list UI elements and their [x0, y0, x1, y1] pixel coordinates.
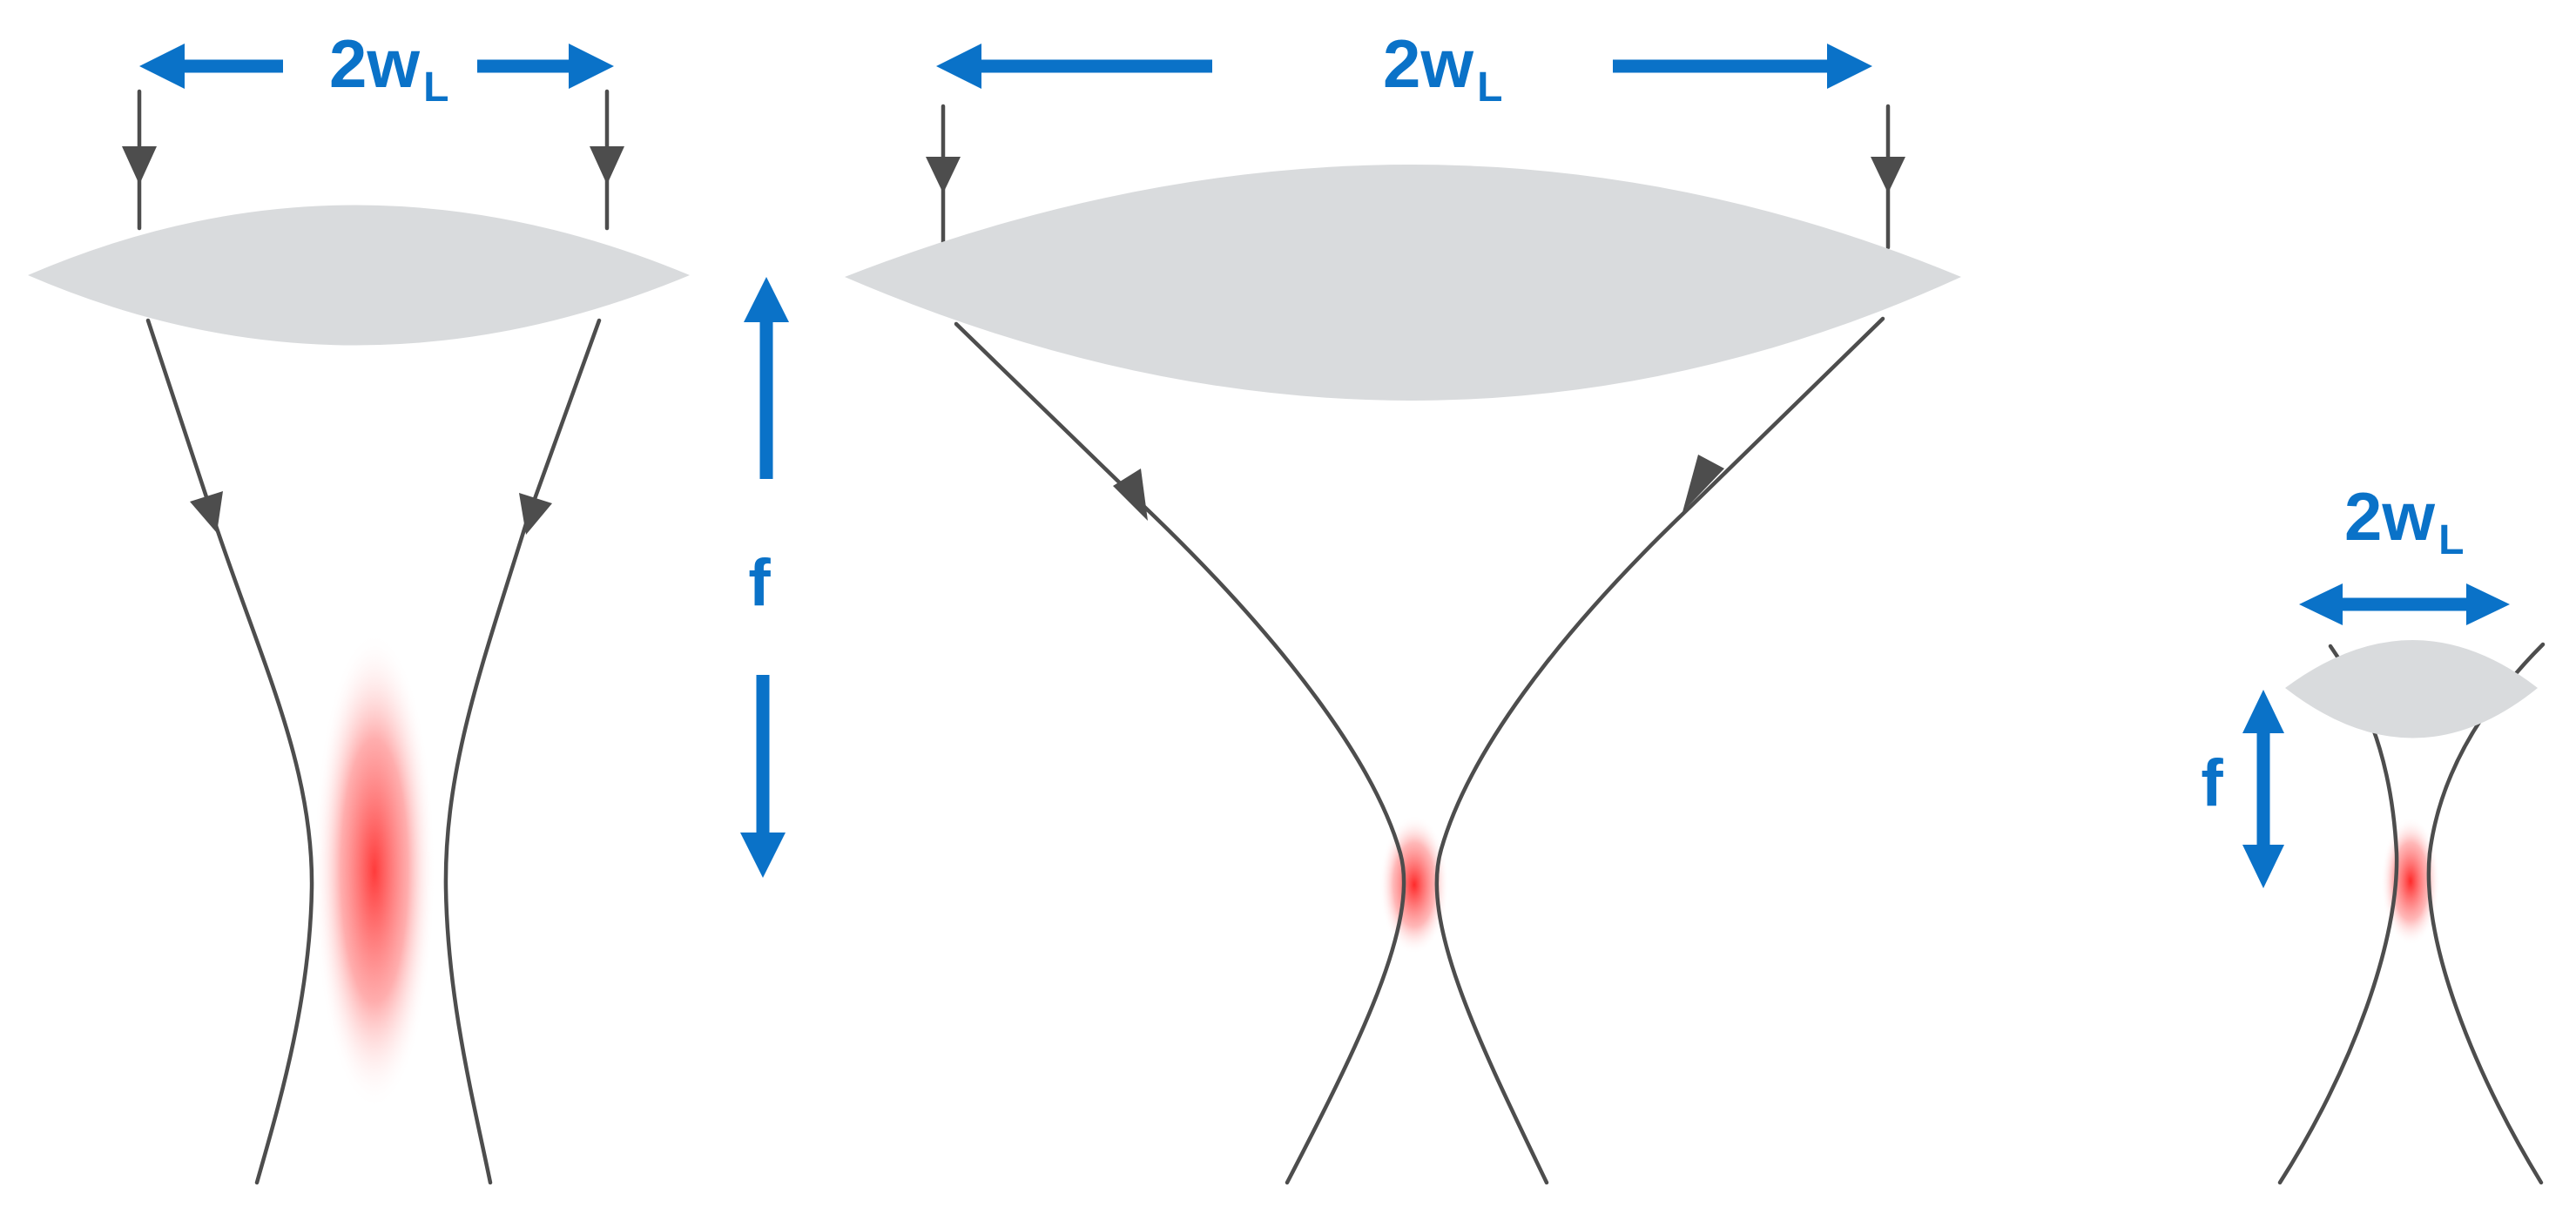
ray-arrow-icon — [1682, 455, 1724, 512]
ray-arrow-icon — [190, 491, 223, 533]
focal-spot — [1379, 815, 1449, 954]
beam-width-label: 2wL — [2344, 478, 2464, 563]
ray-arrow-icon — [1113, 469, 1148, 521]
converging-rays — [145, 318, 602, 1185]
lens — [28, 205, 690, 346]
ray-arrow-icon — [590, 146, 624, 185]
ray-arrow-icon — [122, 146, 157, 185]
focal-length-arrow — [740, 277, 789, 878]
focal-length-label: f — [2201, 746, 2223, 820]
lens — [2285, 640, 2538, 738]
panel-middle: 2wL — [845, 25, 1961, 1185]
ray-arrow-icon — [519, 493, 552, 535]
incoming-rays — [926, 104, 1905, 250]
panel-right: 2wL f — [2201, 478, 2546, 1185]
focal-spot — [314, 631, 435, 1110]
beam-width-arrow — [936, 44, 1872, 89]
focal-length-arrow — [2242, 690, 2284, 888]
ray-arrow-icon — [1871, 157, 1905, 193]
beam-width-label: 2wL — [1383, 25, 1502, 111]
lens — [845, 165, 1961, 401]
focal-length-label: f — [748, 546, 771, 620]
incoming-rays — [122, 89, 624, 231]
ray-arrow-icon — [926, 157, 961, 193]
converging-rays — [954, 316, 1885, 1185]
beam-width-label: 2wL — [329, 25, 448, 111]
beam-width-arrow — [2299, 583, 2510, 625]
beam-width-arrow — [139, 44, 614, 89]
panel-left: 2wL f — [28, 25, 789, 1185]
